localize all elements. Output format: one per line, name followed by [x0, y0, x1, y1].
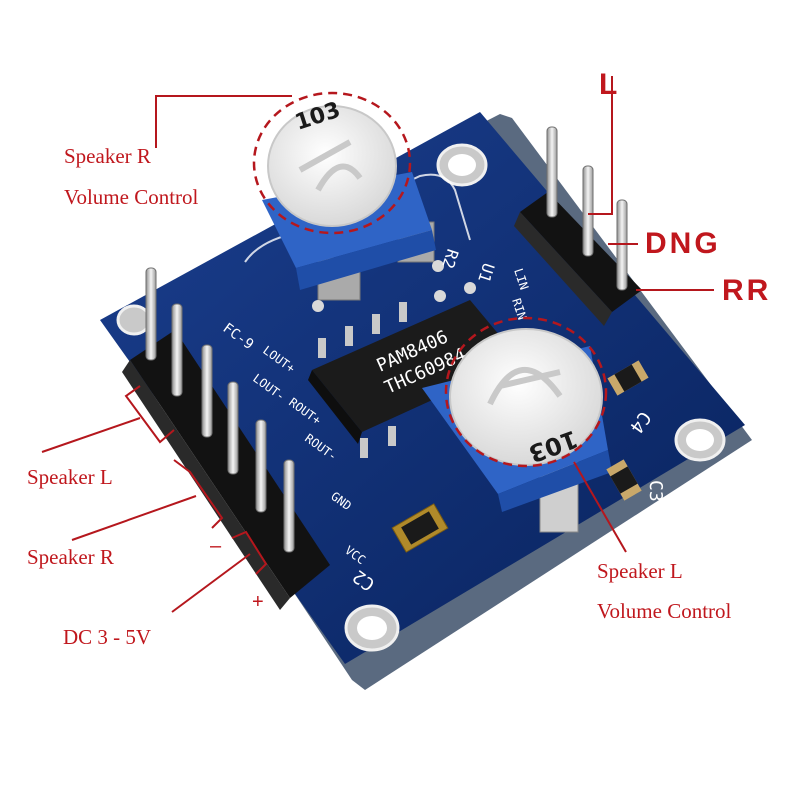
silk-lin: LIN [511, 267, 531, 292]
top-pot-highlight-circle [252, 91, 412, 235]
power-plus-sign: + [252, 591, 264, 613]
right-volume-potentiometer: 103 [262, 98, 436, 301]
input-r-pin-label: RR [722, 274, 772, 307]
input-pin-header [514, 126, 642, 326]
speaker-l-volume-label-line2: Volume Control [597, 599, 732, 623]
power-supply-label: DC 3 - 5V [63, 625, 152, 649]
power-minus-sign: – [210, 535, 222, 557]
silk-c3: C3 [645, 480, 666, 502]
input-gnd-pin-label: DNG [645, 227, 721, 260]
speaker-l-output-label: Speaker L [27, 465, 113, 489]
input-l-pin-label: L [599, 68, 621, 101]
bottom-pot-highlight-circle [444, 316, 608, 468]
annotation-leader-lines [41, 76, 714, 613]
speaker-r-volume-label-line1: Speaker R [64, 144, 151, 168]
silk-rin: RIN [509, 297, 529, 322]
smd-components [312, 260, 649, 553]
mounting-holes [116, 143, 726, 652]
speaker-l-volume-label-line1: Speaker L [597, 559, 683, 583]
speaker-r-volume-label-line2: Volume Control [64, 185, 199, 209]
speaker-r-output-label: Speaker R [27, 545, 114, 569]
output-pin-header [122, 267, 330, 610]
